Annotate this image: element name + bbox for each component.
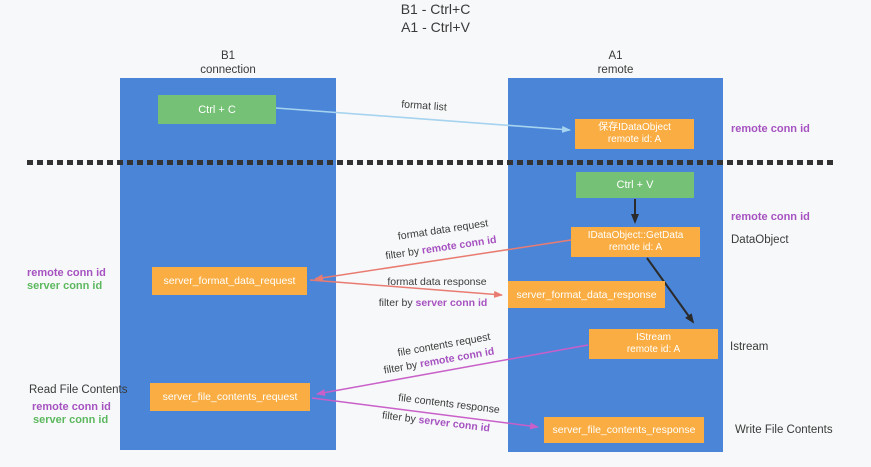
filter-by-text: filter by [384,244,423,263]
server-conn-id-label-left-format: server conn id [27,280,103,292]
remote-conn-id-label-top-right: remote conn id [731,123,810,135]
istream-box: IStream remote id: A [589,329,718,359]
save-idataobject-line2: remote id: A [607,134,662,145]
server-format-data-request-box: server_format_data_request [152,267,307,295]
dataobject-label: DataObject [731,234,789,246]
save-idataobject-line1: 保存IDataObject [598,122,671,133]
server-file-contents-response-label: server_file_contents_response [552,424,696,436]
remote-conn-id-label-mid-right: remote conn id [731,211,810,223]
title-line-1: B1 - Ctrl+C [400,1,471,17]
idataobject-getdata-line1: IDataObject::GetData [587,230,684,241]
ctrl-v-label: Ctrl + V [616,179,654,191]
left-column-name: B1 [220,50,236,62]
server-file-contents-request-label: server_file_contents_request [162,391,298,403]
right-column-name: A1 [608,50,623,62]
server-conn-id-key: server conn id [415,297,488,309]
format-data-response-filter-label: filter by server conn id [379,297,488,309]
left-column-subtitle: connection [200,64,256,76]
format-data-response-label: format data response [387,276,487,288]
remote-conn-id-label-left-format: remote conn id [27,267,106,279]
ctrl-c-box: Ctrl + C [158,95,276,124]
save-idataobject-box: 保存IDataObject remote id: A [575,119,694,149]
server-conn-id-key: server conn id [417,413,491,435]
server-format-data-request-label: server_format_data_request [163,275,296,287]
left-column-header: B1 connection [120,49,336,77]
idataobject-getdata-box: IDataObject::GetData remote id: A [571,227,700,257]
filter-by-text: filter by [381,409,420,426]
dashed-separator-line [27,160,833,165]
right-column-header: A1 remote [508,49,723,77]
format-list-label: format list [400,98,448,114]
istream-side-label: Istream [730,341,769,353]
right-column-subtitle: remote [597,64,634,76]
server-format-data-response-label: server_format_data_response [516,288,657,301]
title-line-2: A1 - Ctrl+V [401,19,470,35]
server-conn-id-label-left-file: server conn id [33,414,109,426]
read-file-contents-label: Read File Contents [29,384,128,396]
write-file-contents-label: Write File Contents [735,424,833,436]
remote-conn-id-label-left-file: remote conn id [32,401,111,413]
istream-line1: IStream [635,332,671,343]
idataobject-getdata-line2: remote id: A [608,242,663,253]
ctrl-v-box: Ctrl + V [576,172,694,198]
filter-by-text: filter by [382,358,422,377]
server-format-data-response-box: server_format_data_response [508,281,665,308]
diagram-title: B1 - Ctrl+C A1 - Ctrl+V [0,0,871,36]
server-file-contents-response-box: server_file_contents_response [544,417,704,443]
istream-line2: remote id: A [626,344,681,355]
server-file-contents-request-box: server_file_contents_request [150,383,310,411]
filter-by-text: filter by [378,297,416,309]
ctrl-c-label: Ctrl + C [198,103,236,116]
